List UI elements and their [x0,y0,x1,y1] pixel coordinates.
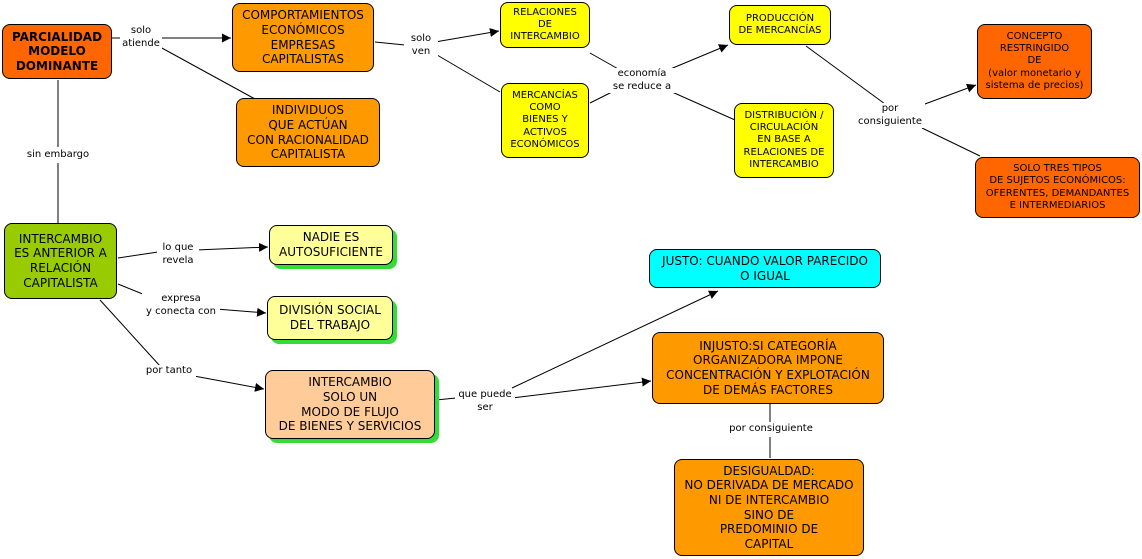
link-label-por-consiguiente-2: por consiguiente [723,423,819,436]
link-label-por-consiguiente: por consiguiente [855,103,925,128]
link-line [589,91,613,104]
link-label-solo-atiende: solo atiende [120,25,162,50]
link-arrow-to-nadie [195,242,269,252]
link-line [431,51,501,93]
link-line [374,41,406,46]
link-line [99,299,161,367]
link-label-que-puede-ser: que puede ser [455,389,515,414]
node-division-social-del-trabajo: DIVISIÓN SOCIAL DEL TRABAJO [267,296,393,340]
node-desigualdad: DESIGUALDAD: NO DERIVADA DE MERCADO NI D… [674,459,864,556]
link-line [435,397,457,401]
node-justo: JUSTO: CUANDO VALOR PARECIDO O IGUAL [649,249,881,288]
link-label-expresa-y-conecta: expresa y conecta con [142,293,220,318]
node-parcialidad-modelo-dominante: PARCIALIDAD MODELO DOMINANTE [2,24,112,79]
node-comportamientos-economicos: COMPORTAMIENTOS ECONÓMICOS EMPRESAS CAPI… [232,3,374,72]
link-label-economia-se-reduce-a: economía se reduce a [608,68,676,93]
link-line [117,251,159,259]
node-injusto: INJUSTO:SI CATEGORÍA ORGANIZADORA IMPONE… [652,332,884,404]
link-line [589,52,621,71]
link-label-solo-ven: solo ven [404,33,438,58]
link-arrow-to-produccion [667,44,729,71]
link-label-lo-que-revela: lo que revela [157,242,199,267]
link-arrow-to-justo [511,290,719,389]
node-solo-tres-tipos-sujetos: SOLO TRES TIPOS DE SUJETOS ECONÓMICOS: O… [975,157,1140,218]
link-line [921,127,981,157]
link-arrow-to-injusto [511,377,652,399]
link-label-sin-embargo: sin embargo [24,149,92,162]
node-individuos-racionalidad: INDIVIDUOS QUE ACTÚAN CON RACIONALIDAD C… [236,98,380,167]
node-nadie-es-autosuficiente: NADIE ES AUTOSUFICIENTE [269,225,393,265]
link-label-por-tanto: por tanto [142,365,196,378]
node-concepto-restringido: CONCEPTO RESTRINGIDO DE (valor monetario… [977,24,1092,99]
link-arrow-to-intercambio-modo [193,375,265,392]
link-arrow-to-division [215,307,267,317]
link-line [671,91,736,121]
link-line [159,46,256,100]
node-produccion-de-mercancias: PRODUCCIÓN DE MERCANCÍAS [729,5,831,45]
node-relaciones-de-intercambio: RELACIONES DE INTERCAMBIO [500,2,590,48]
node-distribucion-circulacion: DISTRIBUCIÓN / CIRCULACIÓN EN BASE A REL… [734,103,834,178]
link-arrow-to-relaciones [434,28,500,43]
link-arrow-to-concepto [924,83,977,105]
link-line [805,45,886,105]
node-mercancias-como-bienes: MERCANCÍAS COMO BIENES Y ACTIVOS ECONÓMI… [501,83,589,158]
node-intercambio-anterior: INTERCAMBIO ES ANTERIOR A RELACIÓN CAPIT… [4,223,117,299]
node-intercambio-modo-de-flujo: INTERCAMBIO SOLO UN MODO DE FLUJO DE BIE… [265,370,435,439]
